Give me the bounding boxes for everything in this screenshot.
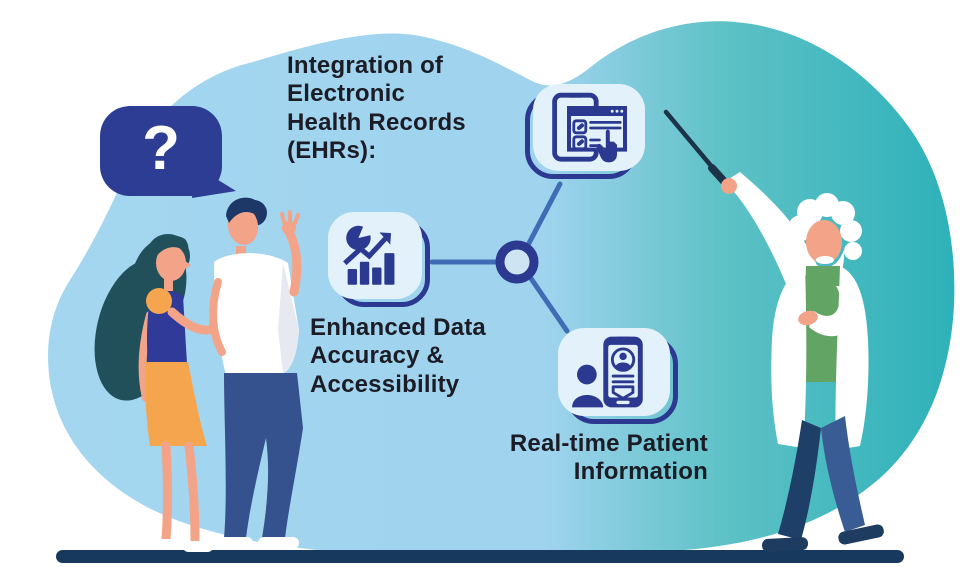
infographic-title: Integration of Electronic Health Records… [287,52,466,164]
woman-shoe-back [183,541,213,552]
node-card-realtime-info [558,328,678,424]
man-shirt [214,253,299,375]
man-hand-raised [282,221,296,235]
doctor-coat-left [771,266,807,448]
card-face [533,84,645,171]
man-onlooker [209,197,303,549]
doctor-pants-front [778,420,821,540]
doctor-hand-chest [798,310,818,326]
woman-leg-front [161,441,172,545]
woman-leg-back [184,441,200,545]
connector-to-ehr [524,181,563,250]
woman-shoe-front [152,539,181,550]
question-speech-bubble: ? [100,106,222,196]
hand-cursor [596,129,617,162]
man-arm-left [209,278,226,356]
woman-sleeve [146,288,172,314]
woman-skirt [145,362,207,446]
doctor-hand-pointer [721,178,737,194]
man-jeans [224,373,303,538]
label-realtime-patient-info: Real-time Patient Information [509,430,708,486]
man-neck [236,246,246,259]
connector-lines [429,181,570,334]
hub-node [495,240,539,284]
man-shoe-left [214,537,253,549]
man-shirt-shade [278,263,299,373]
man-forearm-raised [285,229,302,297]
doctor-pants-back [821,416,865,532]
woman-head [156,245,186,281]
person-silhouette [572,364,604,408]
woman-hair-fringe [154,235,189,260]
ehr-record-icon [552,92,627,162]
doctor-shoe-back [838,524,884,545]
woman-nose [185,261,191,269]
doctor [663,109,884,552]
analytics-chart-icon [343,225,395,285]
man-fingers [280,210,300,225]
doctor-shoe-front [762,537,809,552]
card-face [558,328,670,416]
node-card-data-accuracy [328,212,430,307]
doctor-hair [788,193,862,260]
ground-bar [56,550,904,563]
card-face [328,212,422,299]
node-card-ehr-record [525,84,645,179]
man-head [227,207,259,245]
man-shoe-right [258,537,299,549]
man-hair [226,197,264,223]
doctor-sleeve-raised [724,172,819,284]
connector-to-phone [527,274,570,334]
woman-onlooker [94,234,235,552]
label-data-accuracy: Enhanced Data Accuracy & Accessibility [310,314,486,398]
doctor-mustache [816,256,834,264]
question-mark: ? [142,114,180,183]
doctor-sleeve-chest [809,286,855,337]
doctor-head [806,220,842,264]
patient-info-icon [572,336,643,408]
woman-neck [164,278,173,291]
